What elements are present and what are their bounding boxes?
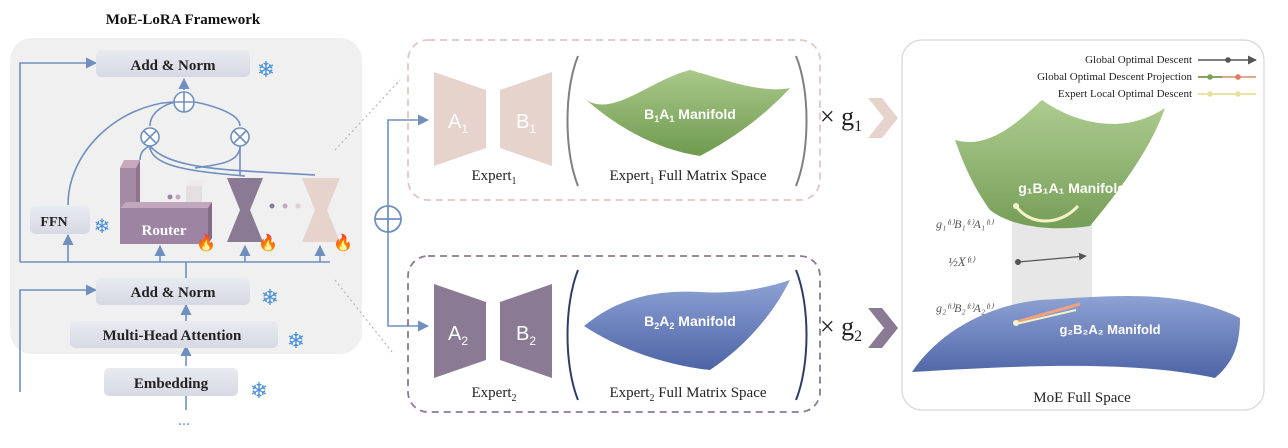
term-mid: ½X⁽ᵗ⁾ (948, 254, 976, 269)
expert1-manifold-surface (584, 70, 790, 156)
moe-space-caption: MoE Full Space (1033, 390, 1131, 406)
lower-projection-segment (1015, 302, 1081, 324)
mul-node-right (230, 127, 250, 147)
ellipsis-dot (269, 203, 275, 209)
ellipsis-dot (295, 203, 301, 209)
expert2-panel (407, 255, 821, 413)
upper-manifold-point (1013, 203, 1019, 209)
upper-manifold-surface (955, 100, 1165, 229)
legend-global-label: Global Optimal Descent (1085, 54, 1192, 66)
legend-projection-dot (1207, 74, 1213, 80)
expert2-b-shape (500, 284, 552, 378)
upper-manifold-arc (1014, 204, 1080, 223)
expert1-b-shape (500, 72, 552, 166)
embedding-box (104, 368, 238, 396)
expert2-manifold-label: B2A2 Manifold (644, 313, 736, 331)
expert2-space-label: Expert2 Full Matrix Space (609, 385, 766, 404)
expert1-space-label: Expert1 Full Matrix Space (609, 168, 766, 187)
expert1-a-label: A1 (448, 111, 468, 136)
attention-box (70, 321, 278, 348)
legend-local-dot (1207, 91, 1213, 97)
term-upper: g₁⁽ᵗ⁾B₁⁽ᵗ⁾A₁⁽ᵗ⁾ (936, 217, 994, 231)
mul-node-left (140, 127, 160, 147)
expert2-paren-right (795, 269, 808, 401)
expert2-paren-left (566, 269, 579, 401)
expert1-b-label: B1 (516, 111, 536, 136)
expert-shape-light (302, 178, 340, 242)
lower-manifold-label: g₂B₂A₂ Manifold (1059, 322, 1160, 337)
add-norm-bottom-label: Add & Norm (131, 285, 217, 301)
legend-global-dot (1225, 57, 1231, 63)
upper-manifold-label: g₁B₁A₁ Manifold (1018, 180, 1126, 196)
expert1-paren-right (795, 55, 808, 187)
expert-bus (387, 114, 430, 332)
expert1-chevron-icon (868, 98, 898, 138)
legend-projection-dot (1235, 74, 1241, 80)
expert2-a-label: A2 (448, 323, 468, 348)
fire-icon: 🔥 (196, 233, 216, 252)
lower-manifold-surface (912, 295, 1240, 378)
ellipsis-dot (282, 203, 288, 209)
expert1-paren-left (566, 55, 579, 187)
global-descent-point (1015, 259, 1021, 265)
expert1-panel (407, 39, 821, 201)
expert2-manifold-surface (584, 280, 790, 370)
framework-title: MoE-LoRA Framework (106, 12, 261, 28)
ffn-label: FFN (40, 215, 67, 230)
legend-local-dot (1235, 91, 1241, 97)
expert1-name: Expert1 (472, 168, 517, 187)
callout-line (334, 279, 393, 353)
add-norm-bottom-box (96, 278, 250, 305)
sum-node-experts (374, 205, 402, 233)
snowflake-icon: ❄ (250, 378, 268, 403)
lower-manifold-point (1013, 320, 1019, 326)
snowflake-icon: ❄ (94, 216, 111, 238)
snowflake-icon: ❄ (261, 285, 279, 310)
sum-node-top (173, 91, 195, 113)
add-norm-top-label: Add & Norm (131, 58, 217, 74)
lower-local-segment (1015, 309, 1077, 325)
expert2-chevron-icon (868, 308, 898, 348)
snowflake-icon: ❄ (287, 328, 305, 353)
add-norm-top-box (96, 50, 250, 77)
snowflake-icon: ❄ (257, 57, 275, 82)
expert2-gate-label: × g2 (820, 312, 862, 345)
attention-label: Multi-Head Attention (103, 328, 242, 344)
term-lower: g₂⁽ᵗ⁾B₂⁽ᵗ⁾A₂⁽ᵗ⁾ (936, 301, 994, 315)
router-label: Router (142, 223, 187, 239)
expert1-manifold-label: B1A1 Manifold (644, 106, 736, 124)
legend-local-label: Expert Local Optimal Descent (1058, 88, 1192, 100)
expert1-gate-label: × g1 (820, 102, 862, 135)
fire-icon: 🔥 (333, 233, 353, 252)
ffn-box (30, 206, 90, 234)
embedding-label: Embedding (134, 376, 209, 392)
expert2-a-shape (434, 284, 486, 378)
legend-projection-label: Global Optimal Descent Projection (1037, 71, 1192, 83)
router-block (120, 160, 212, 244)
embedding-ellipsis: ... (178, 412, 190, 429)
fire-icon: 🔥 (258, 233, 278, 252)
global-descent-arrow (1017, 252, 1087, 263)
framework-wiring (19, 57, 330, 410)
expert2-name: Expert2 (472, 385, 517, 404)
callout-line (334, 79, 401, 151)
expert-shape-dark (227, 178, 263, 242)
expert2-b-label: B2 (516, 323, 536, 348)
expert1-a-shape (434, 72, 486, 166)
